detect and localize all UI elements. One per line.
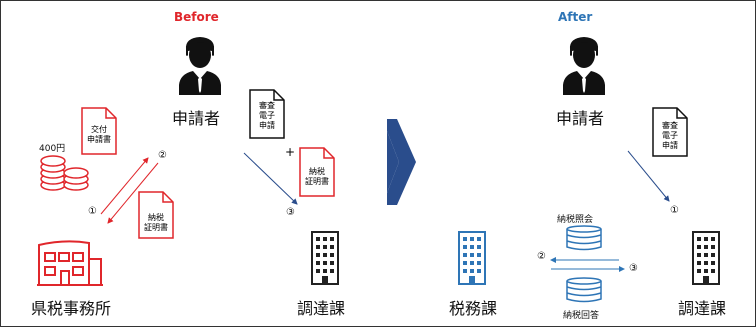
before-step2-label: ② xyxy=(158,150,167,161)
before-step1-label: ① xyxy=(88,206,97,217)
plus-sign: + xyxy=(285,145,296,159)
tax-certificate-attachment-text: 納税 証明書 xyxy=(305,167,329,186)
after-procurement-label: 調達課 xyxy=(678,299,727,318)
office-building-icon xyxy=(311,231,339,285)
after-applicant-label: 申請者 xyxy=(556,109,605,128)
before-applicant-label: 申請者 xyxy=(172,109,221,128)
after-title: After xyxy=(558,10,593,24)
after-office-building-icon xyxy=(692,231,720,285)
before-e-application-document: 審査 電子 申請 xyxy=(249,89,285,139)
after-applicant-person-icon xyxy=(563,37,605,95)
prefecture-office-label: 県税事務所 xyxy=(31,299,112,318)
after-step1-label: ① xyxy=(670,205,679,216)
after-step1-arrow xyxy=(627,150,670,202)
tax-section-label: 税務課 xyxy=(449,299,498,318)
request-form-text: 交付 申請書 xyxy=(87,125,111,144)
after-e-application-text: 審査 電子 申請 xyxy=(662,121,678,150)
tax-section-building-icon xyxy=(458,231,486,285)
before-step3-arrow xyxy=(243,152,298,205)
tax-answer-label: 納税回答 xyxy=(563,311,600,321)
after-step3-label: ③ xyxy=(629,263,638,274)
tax-certificate-document: 納税 証明書 xyxy=(138,191,174,239)
government-office-icon xyxy=(37,240,103,286)
after-e-application-document: 審査 電子 申請 xyxy=(652,107,688,157)
coins-icon xyxy=(40,155,89,191)
fee-label: 400円 xyxy=(39,144,66,154)
tax-inquiry-label: 納税照会 xyxy=(557,215,594,225)
before-step3-label: ③ xyxy=(286,207,295,218)
tax-answer-database-icon xyxy=(566,277,602,303)
tax-certificate-text: 納税 証明書 xyxy=(144,213,168,232)
step2-red-arrow xyxy=(100,157,149,215)
process-arrow-icon xyxy=(387,119,416,205)
tax-inquiry-database-icon xyxy=(566,225,602,251)
before-title: Before xyxy=(174,10,219,24)
tax-certificate-attachment: 納税 証明書 xyxy=(299,147,335,197)
after-step2-label: ② xyxy=(537,251,546,262)
before-e-application-text: 審査 電子 申請 xyxy=(259,101,275,130)
request-form-document: 交付 申請書 xyxy=(81,107,117,155)
step1-red-arrow xyxy=(107,162,159,224)
applicant-person-icon xyxy=(179,37,221,95)
before-procurement-label: 調達課 xyxy=(297,299,346,318)
